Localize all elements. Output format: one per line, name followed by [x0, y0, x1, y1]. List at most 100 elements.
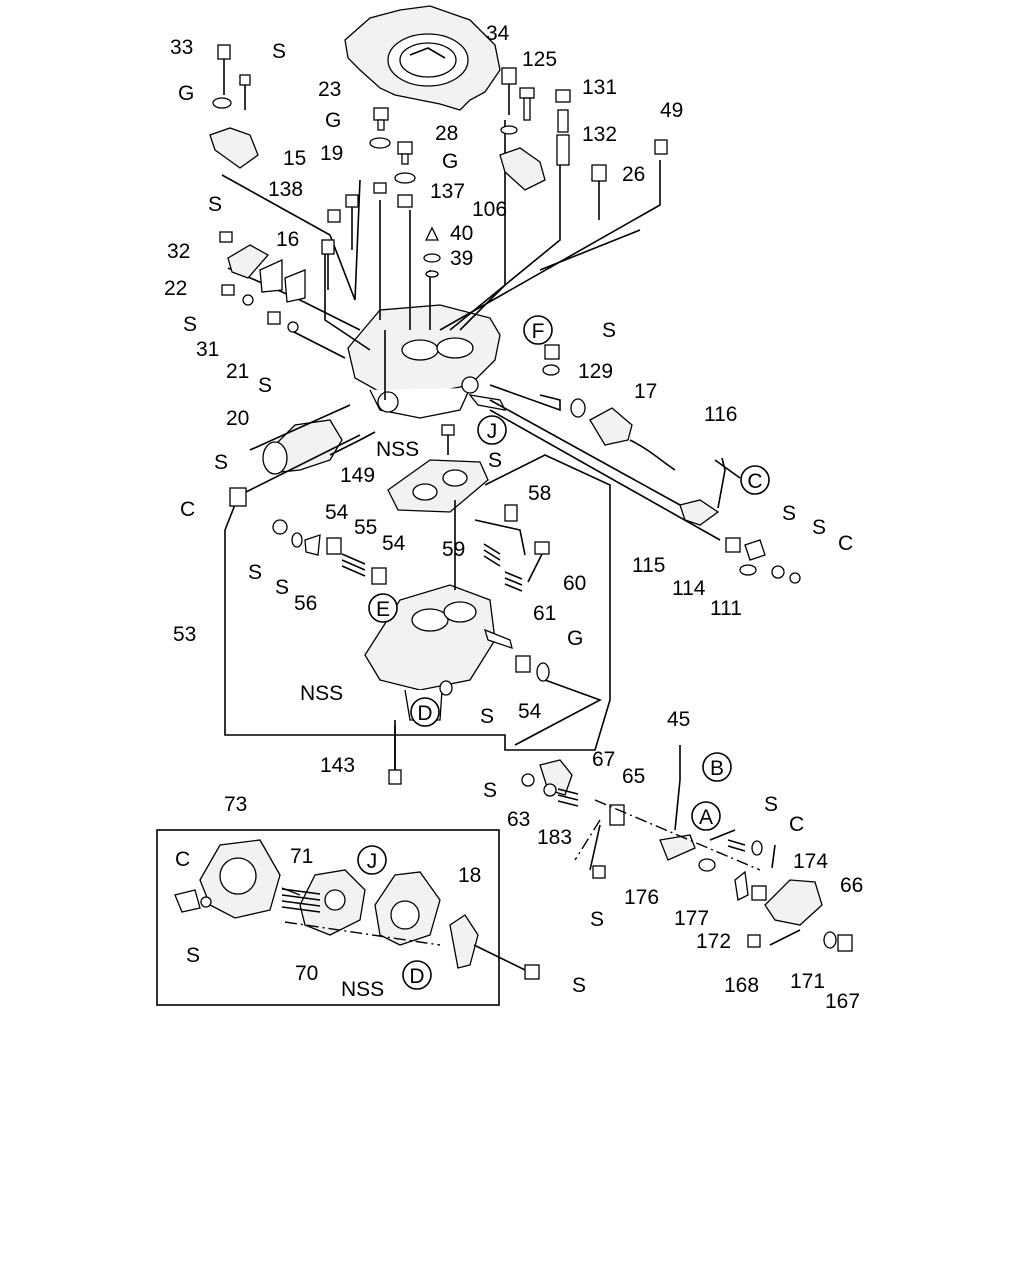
- circled-ref-c-label: C: [747, 470, 762, 493]
- part-label: 129: [578, 360, 613, 383]
- part-label: 18: [458, 864, 481, 887]
- part-label: S: [480, 705, 494, 728]
- part-label: 17: [634, 380, 657, 403]
- part-label: 28: [435, 122, 458, 145]
- part-label: 53: [173, 623, 196, 646]
- part-label: 70: [295, 962, 318, 985]
- part-label: 132: [582, 123, 617, 146]
- part-label: C: [789, 813, 804, 836]
- part-label: 143: [320, 754, 355, 777]
- box-outlines: [156, 454, 611, 1006]
- circled-ref-f: [523, 315, 553, 345]
- part-label: S: [183, 313, 197, 336]
- part-label: 33: [170, 36, 193, 59]
- part-label: NSS: [376, 438, 419, 461]
- part-label: 58: [528, 482, 551, 505]
- circled-ref-d-upper-label: D: [417, 702, 432, 725]
- part-label: 54: [325, 501, 349, 524]
- part-label: 54: [382, 532, 406, 555]
- gasket-drawing: [387, 459, 489, 513]
- part-label: 45: [667, 708, 690, 731]
- leader-lines: [221, 120, 801, 971]
- part-label: S: [208, 193, 222, 216]
- part-label: 137: [430, 180, 465, 203]
- part-label: 138: [268, 178, 303, 201]
- fuel-cut-valve-drawing: [589, 407, 676, 471]
- part-label: 59: [442, 538, 465, 561]
- part-label: 60: [563, 572, 586, 595]
- part-label: 114: [672, 577, 706, 600]
- part-label: C: [175, 848, 190, 871]
- part-label: G: [178, 82, 194, 105]
- part-label: S: [186, 944, 200, 967]
- circled-ref-j-upper: [477, 415, 507, 445]
- part-label: S: [572, 974, 586, 997]
- part-label: C: [838, 532, 853, 555]
- part-label: S: [214, 451, 228, 474]
- part-label: 49: [660, 99, 683, 122]
- part-label: 111: [710, 597, 742, 620]
- part-label: S: [764, 793, 778, 816]
- part-label: 54: [518, 700, 542, 723]
- carburetor-upper-body: [347, 304, 507, 419]
- circled-ref-j-lower-label: J: [367, 850, 378, 873]
- part-label: 19: [320, 142, 343, 165]
- circled-ref-j-lower: [357, 845, 387, 875]
- part-label: 73: [224, 793, 247, 816]
- circled-ref-e: [368, 593, 398, 623]
- part-label: S: [590, 908, 604, 931]
- circled-ref-b-label: B: [710, 757, 724, 780]
- part-label: 106: [472, 198, 507, 221]
- part-label: 23: [318, 78, 341, 101]
- part-label: 174: [793, 850, 828, 873]
- part-label: G: [442, 150, 458, 173]
- part-label: 71: [290, 845, 313, 868]
- part-label: 32: [167, 240, 190, 263]
- part-label: 22: [164, 277, 187, 300]
- pump-cover-drawing: [199, 839, 479, 969]
- part-label: G: [567, 627, 583, 650]
- part-label: S: [782, 502, 796, 525]
- part-label: 15: [283, 147, 306, 170]
- part-label: S: [602, 319, 616, 342]
- circled-ref-d-lower-label: D: [409, 965, 424, 988]
- part-label: 116: [704, 403, 737, 426]
- part-label: S: [812, 516, 826, 539]
- part-label: 172: [696, 930, 731, 953]
- part-label: 39: [450, 247, 473, 270]
- circled-ref-c: [740, 465, 770, 495]
- circled-ref-a-label: A: [699, 806, 713, 829]
- intake-manifold-drawing: [344, 5, 501, 111]
- part-label: 34: [486, 22, 510, 45]
- part-label: 183: [537, 826, 572, 849]
- part-label: 56: [294, 592, 317, 615]
- circled-ref-e-label: E: [376, 598, 390, 621]
- part-label: S: [248, 561, 262, 584]
- part-label: 40: [450, 222, 473, 245]
- part-label: S: [272, 40, 286, 63]
- circled-ref-d-lower: [402, 960, 432, 990]
- part-label: 149: [340, 464, 375, 487]
- part-label: 168: [724, 974, 759, 997]
- part-label: 115: [632, 554, 665, 577]
- part-label: 66: [840, 874, 863, 897]
- part-label: 67: [592, 748, 615, 771]
- circled-ref-d-upper: [410, 697, 440, 727]
- part-label: 26: [622, 163, 645, 186]
- circled-references: F J C E D B A J D: [357, 315, 770, 990]
- part-label: 176: [624, 886, 659, 909]
- part-label: 171: [790, 970, 825, 993]
- part-label: S: [483, 779, 497, 802]
- part-label: 20: [226, 407, 249, 430]
- circled-ref-a: [691, 801, 721, 831]
- part-label: 16: [276, 228, 299, 251]
- part-label: 65: [622, 765, 645, 788]
- part-label: S: [258, 374, 272, 397]
- part-label: 31: [196, 338, 219, 361]
- part-label: 125: [522, 48, 557, 71]
- part-label: 21: [226, 360, 249, 383]
- part-label: NSS: [341, 978, 384, 1001]
- part-label: C: [180, 498, 195, 521]
- part-label: 177: [674, 907, 709, 930]
